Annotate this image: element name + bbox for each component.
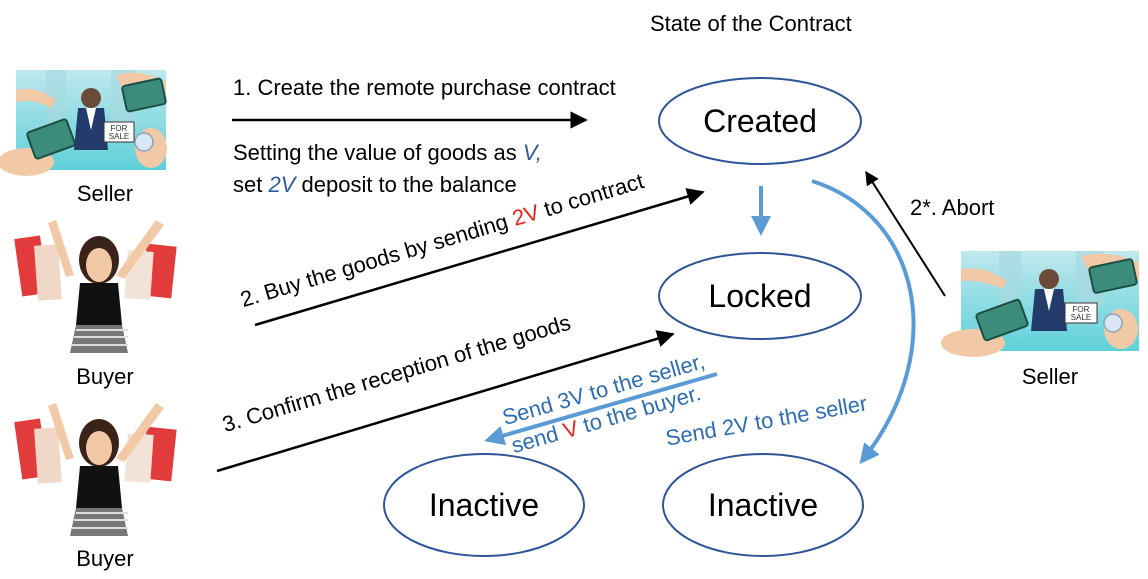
value-2v: 2V <box>268 172 296 197</box>
arrow-locked-to-inactive <box>484 372 718 446</box>
arrow-abort <box>865 170 946 297</box>
step1-detail-text: set <box>233 172 269 197</box>
step1-detail-line1: Setting the value of goods as V, <box>233 142 542 164</box>
state-inactive-left-label: Inactive <box>428 487 540 523</box>
for-sale-sign: SALE <box>109 132 129 141</box>
buyer-illustration <box>14 220 177 353</box>
seller-caption: Seller <box>76 181 134 206</box>
state-inactive-right-label: Inactive <box>707 487 819 523</box>
state-inactive-right-node <box>662 453 864 557</box>
seller-illustration: FOR SALE <box>0 70 167 176</box>
buyer-caption: Buyer <box>76 364 134 389</box>
step1-detail-text: deposit to the balance <box>295 172 517 197</box>
state-locked-node <box>658 252 862 340</box>
seller-illustration-right: FOR SALE <box>941 251 1139 357</box>
arrow-created-to-inactive <box>811 179 916 465</box>
step1-label: 1. Create the remote purchase contract <box>233 75 616 100</box>
for-sale-sign: FOR <box>1073 305 1090 314</box>
state-locked-label: Locked <box>708 278 812 314</box>
state-title: State of the Contract <box>650 11 852 36</box>
state-inactive-left-node <box>383 453 585 557</box>
step1-detail-text: Setting the value of goods as <box>233 140 523 165</box>
state-created-label: Created <box>703 103 817 139</box>
for-sale-sign: FOR <box>111 124 128 133</box>
arrow-step3 <box>216 330 675 473</box>
step1-detail-line2: set 2V deposit to the balance <box>233 174 517 196</box>
seller-caption: Seller <box>1021 364 1079 389</box>
arrow-step2 <box>254 188 705 327</box>
abort-label: 2*. Abort <box>910 195 995 220</box>
buyer-illustration <box>14 403 177 536</box>
state-created-node <box>658 77 862 165</box>
buyer-caption: Buyer <box>76 546 134 571</box>
value-v: V, <box>522 140 543 165</box>
for-sale-sign: SALE <box>1071 313 1091 322</box>
